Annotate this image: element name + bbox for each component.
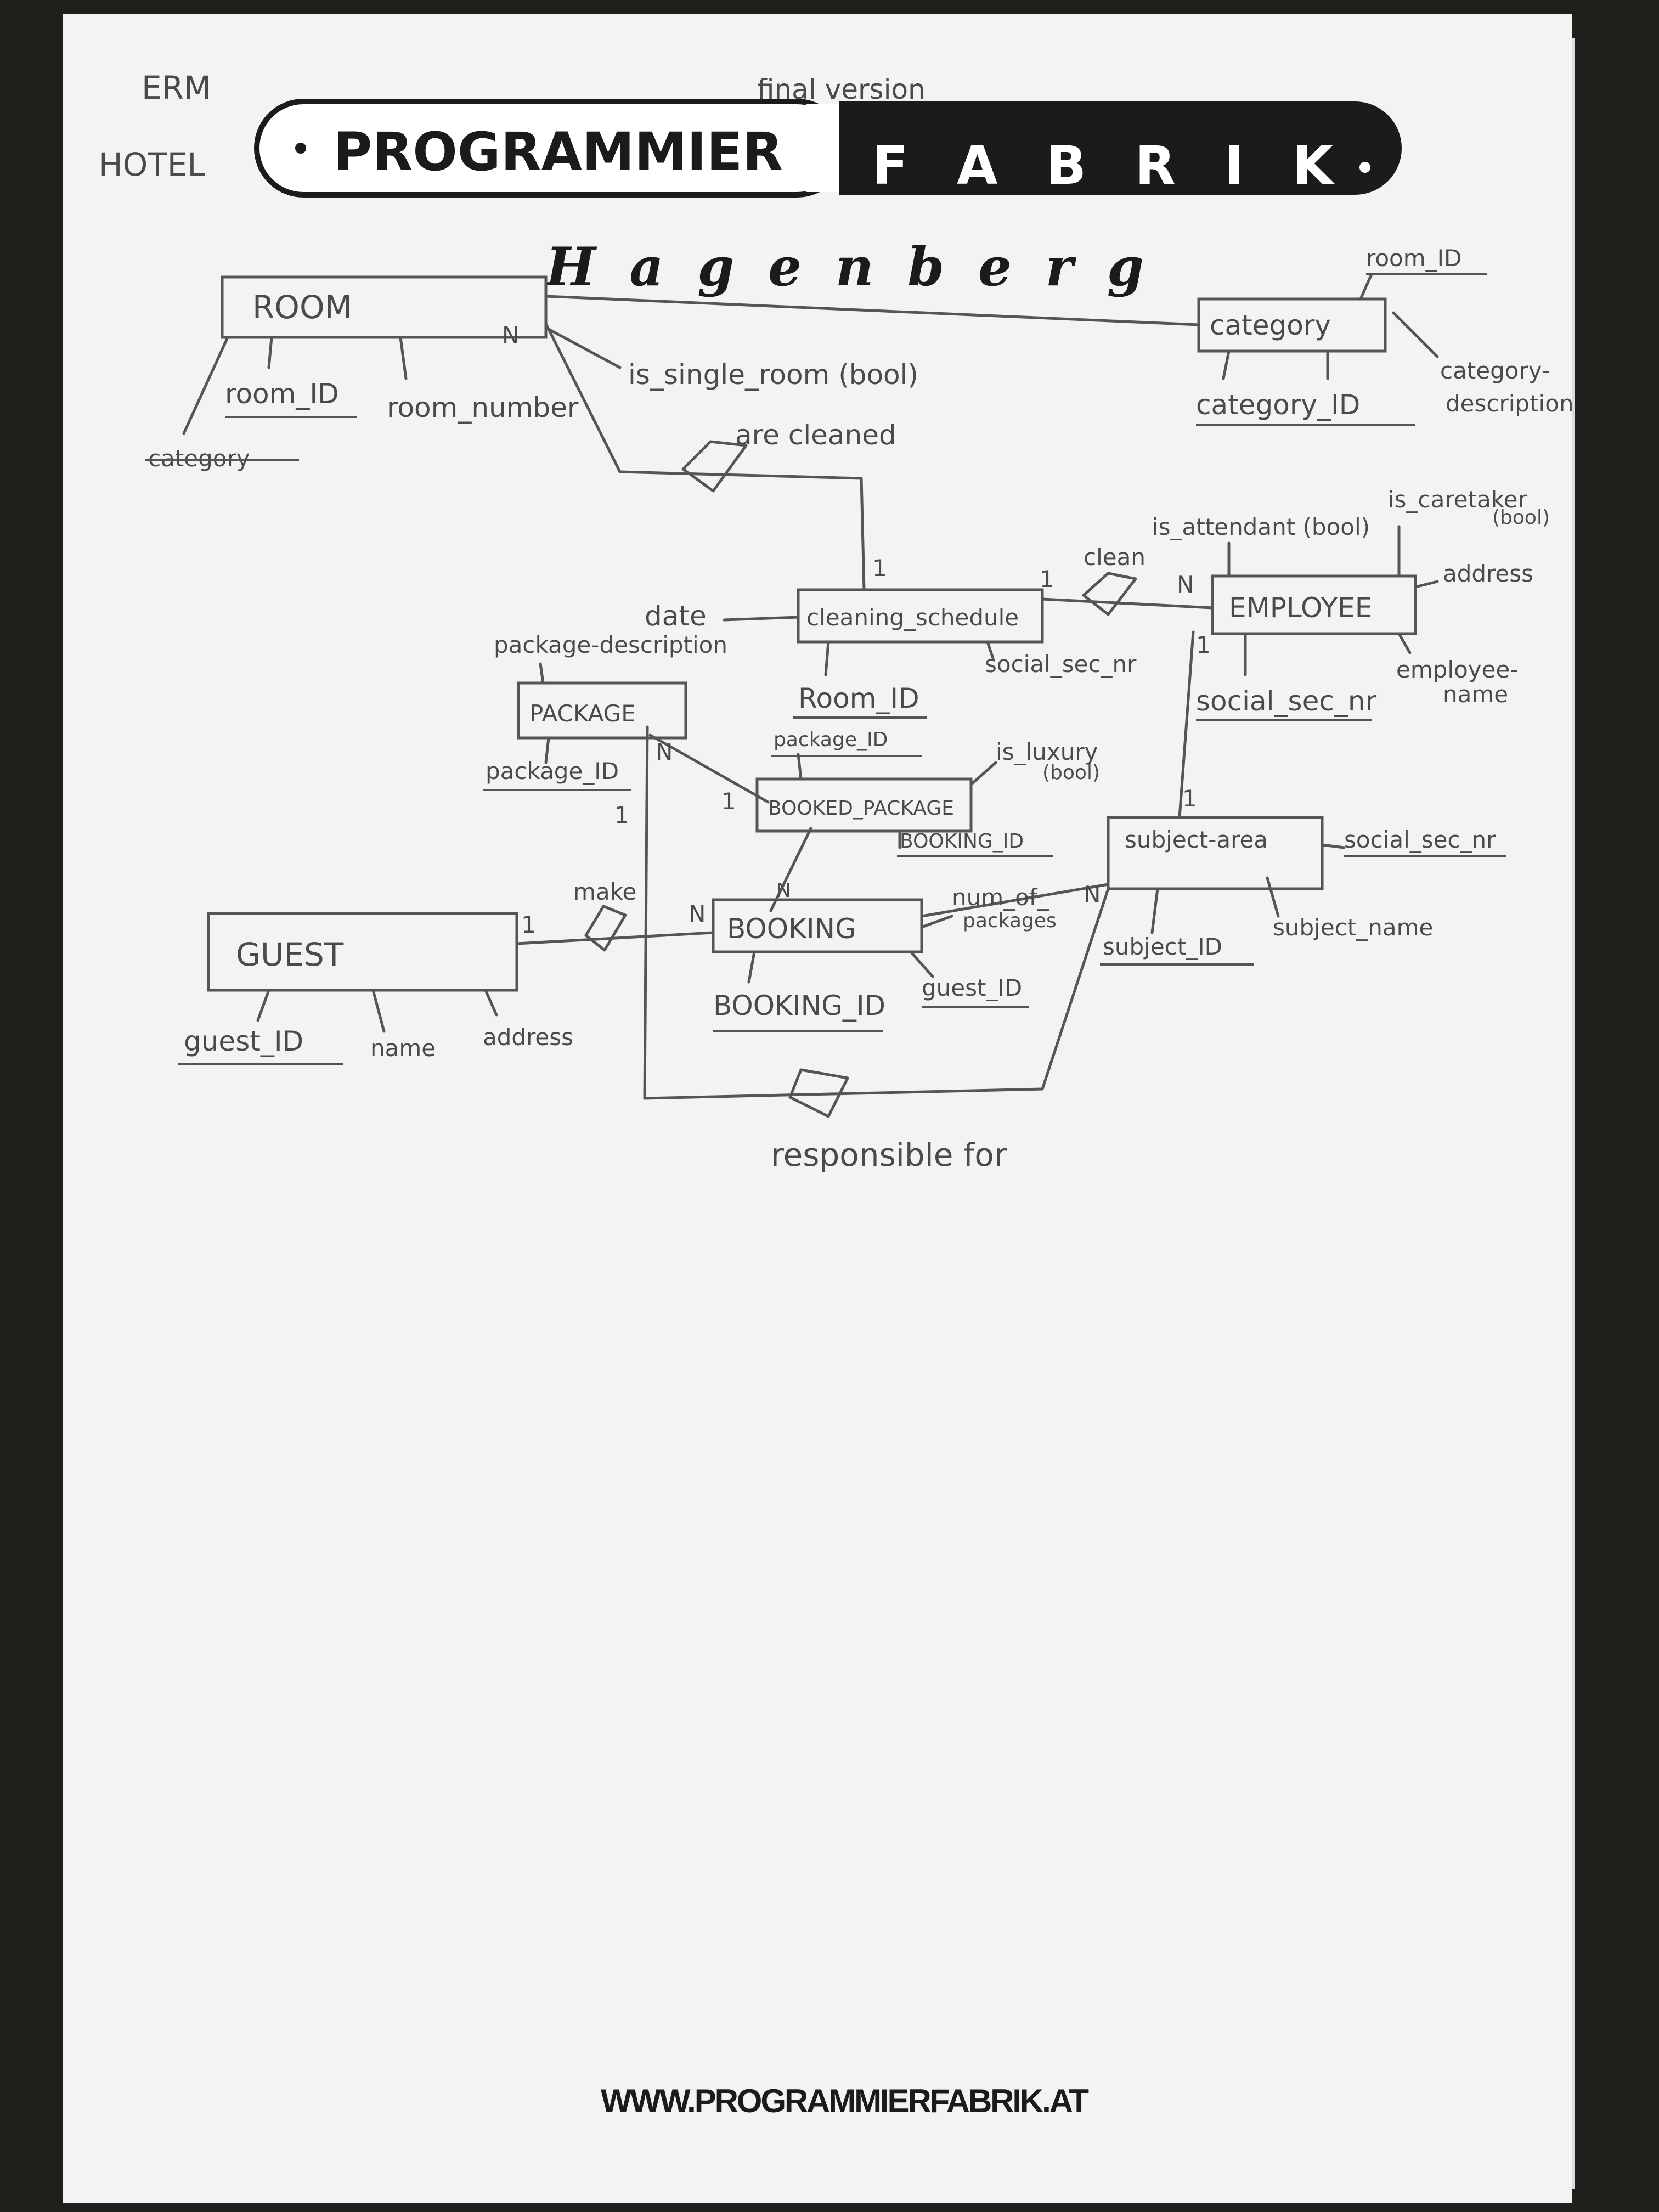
entity-subject-area-box — [1107, 816, 1324, 890]
attr-bk-guest-id: guest_ID — [922, 974, 1022, 1001]
card-bp-1: 1 — [721, 788, 736, 815]
handwritten-hotel: HOTEL — [99, 146, 205, 183]
attr-room-id: room_ID — [225, 378, 339, 410]
attr-num-packages-1: num_of_ — [952, 884, 1049, 911]
attr-is-caretaker-bool: (bool) — [1492, 506, 1550, 529]
attr-subject-name: subject_name — [1273, 914, 1433, 941]
card-pkg-n: N — [656, 738, 673, 765]
diamond-make — [584, 905, 627, 952]
attr-guest-address: address — [483, 1024, 573, 1051]
attr-package-id: package_ID — [486, 758, 619, 785]
attr-sa-social-sec: social_sec_nr — [1344, 826, 1496, 853]
attr-cat-room-id: room_ID — [1366, 245, 1462, 272]
entity-booked-package-box — [755, 777, 973, 833]
handwritten-erm: ERM — [142, 69, 211, 106]
logo-sub-text: H a g e n b e r g — [544, 236, 1144, 298]
logo-left-dot — [295, 143, 306, 154]
card-bk-bp-n: N — [776, 879, 791, 902]
entity-booking-label: BOOKING — [727, 913, 856, 945]
handwritten-version: final version — [757, 74, 926, 105]
entity-guest-box — [207, 912, 518, 992]
entity-employee-label: EMPLOYEE — [1229, 592, 1372, 624]
attr-package-description: package-description — [494, 631, 727, 658]
line-employee-subject — [1178, 630, 1195, 819]
attr-subject-id: subject_ID — [1103, 933, 1222, 960]
attr-guest-name: name — [370, 1035, 436, 1062]
entity-room-label: ROOM — [252, 289, 352, 326]
attr-is-luxury-bool: (bool) — [1042, 761, 1100, 784]
attr-bp-booking-id: BOOKING_ID — [900, 830, 1024, 853]
entity-guest-label: GUEST — [236, 936, 344, 973]
attr-employee-name-2: name — [1443, 681, 1508, 708]
diamond-responsible — [788, 1068, 849, 1118]
entity-category-box — [1197, 297, 1387, 353]
attr-employee-name-1: employee- — [1396, 656, 1518, 683]
logo-right-text: F A B R I K — [872, 135, 1335, 196]
line-guest-booking — [515, 931, 715, 945]
line-package-resp — [643, 725, 1110, 1100]
attr-is-single-room: is_single_room (bool) — [628, 359, 918, 391]
line-cs-employee — [1041, 597, 1214, 610]
line-bp-booking — [769, 827, 812, 912]
card-emp-1: 1 — [1196, 631, 1211, 658]
entity-subject-area-label: subject-area — [1125, 826, 1268, 853]
entity-booked-package-label: BOOKED_PACKAGE — [768, 797, 954, 820]
entity-package-box — [517, 681, 687, 740]
entity-cleaning-schedule-label: cleaning_schedule — [806, 604, 1019, 631]
connections — [515, 295, 1214, 1100]
entity-category-label: category — [1210, 309, 1331, 341]
rel-make-label: make — [573, 878, 636, 905]
entity-cleaning-schedule-box — [797, 588, 1044, 644]
paper-sheet — [63, 14, 1572, 2203]
card-sa-n: N — [1084, 881, 1101, 908]
entity-package-label: PACKAGE — [529, 700, 636, 727]
attr-category-description-2: description — [1446, 390, 1574, 417]
card-bk-make-n: N — [689, 900, 706, 927]
card-room-n: N — [502, 321, 519, 348]
attr-is-attendant: is_attendant (bool) — [1152, 514, 1370, 540]
attr-bp-package-id: package_ID — [774, 729, 888, 751]
attr-date: date — [645, 600, 707, 632]
attr-cs-social-sec: social_sec_nr — [985, 651, 1137, 678]
attr-booking-id: BOOKING_ID — [713, 990, 885, 1022]
logo-left-text: PROGRAMMIER — [334, 121, 783, 183]
diamond-are-cleaned — [681, 440, 748, 493]
attr-num-packages-2: packages — [963, 910, 1057, 932]
attribute-strokes — [182, 273, 1439, 1033]
line-package-bp — [648, 733, 770, 804]
logo-right-box — [839, 101, 1402, 195]
attr-is-caretaker: is_caretaker — [1388, 486, 1527, 513]
logo-left-fill — [806, 104, 839, 192]
card-sa-1: 1 — [1182, 785, 1197, 812]
attr-emp-address: address — [1443, 560, 1533, 587]
rel-clean-label: clean — [1084, 544, 1146, 571]
entity-employee-box — [1211, 574, 1417, 635]
rel-responsible-label: responsible for — [771, 1136, 1007, 1173]
attr-room-number: room_number — [387, 392, 579, 424]
attr-category-id: category_ID — [1196, 389, 1360, 421]
attr-is-luxury: is_luxury — [996, 738, 1098, 765]
card-cs-clean-1: 1 — [1040, 566, 1054, 592]
card-pkg-1: 1 — [614, 802, 629, 828]
attr-cs-room-id: Room_ID — [798, 682, 919, 714]
card-emp-clean-n: N — [1177, 571, 1194, 598]
line-room-category — [544, 295, 1200, 326]
logo-right-dot — [1359, 162, 1370, 173]
card-cs-1: 1 — [872, 555, 887, 582]
entity-room-box — [221, 275, 548, 339]
card-guest-1: 1 — [521, 911, 536, 938]
line-booking-subject — [920, 883, 1110, 918]
footer-url: WWW.PROGRAMMIERFABRIK.AT — [601, 2083, 1089, 2119]
attr-emp-social-sec: social_sec_nr — [1196, 685, 1377, 717]
attr-category-crossed: category — [148, 445, 250, 472]
rel-are-cleaned-label: are cleaned — [735, 419, 896, 451]
line-room-arecleaned — [544, 322, 866, 591]
diamond-clean — [1082, 572, 1137, 616]
attr-guest-id: guest_ID — [184, 1025, 303, 1057]
attr-category-description-1: category- — [1440, 357, 1550, 384]
